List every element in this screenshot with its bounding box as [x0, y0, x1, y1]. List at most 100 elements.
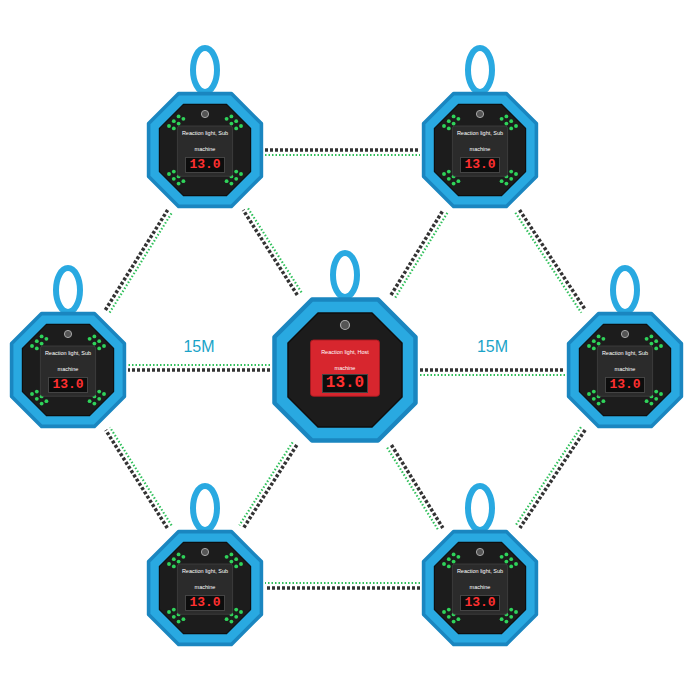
signal-link	[265, 148, 420, 152]
sub-device: Reaction light, Sub machine13.0	[420, 90, 540, 210]
led-dot	[234, 557, 238, 561]
led-dot	[509, 177, 513, 181]
device-label: Reaction light, Sub machine	[602, 350, 648, 372]
led-dot	[234, 177, 238, 181]
green-dot-line	[265, 154, 420, 156]
device-label: Reaction light, Sub machine	[182, 568, 228, 590]
led-dot	[509, 615, 513, 619]
led-dot	[500, 617, 504, 621]
green-dot-lines	[110, 155, 582, 583]
led-dot	[177, 552, 181, 556]
led-dots	[587, 334, 663, 405]
blue-bumper	[149, 532, 262, 645]
led-dot	[500, 179, 504, 183]
led-dot	[225, 117, 229, 121]
device-face	[159, 542, 250, 633]
blue-bumper	[149, 94, 262, 207]
green-dot-line	[387, 448, 438, 531]
sub-device: Reaction light, Sub machine13.0	[420, 528, 540, 648]
led-dot	[177, 122, 181, 126]
led-dot	[645, 337, 649, 341]
green-dot-line	[128, 364, 270, 366]
led-dot	[447, 126, 451, 130]
device-face	[579, 324, 670, 415]
display-panel	[177, 126, 232, 176]
led-dot	[97, 390, 101, 394]
display-digits: 13.0	[460, 595, 499, 611]
led-dot	[172, 177, 176, 181]
display-panel	[311, 340, 380, 396]
led-dot	[234, 170, 238, 174]
sub-device: Reaction light, Sub machine13.0	[8, 310, 128, 430]
green-dot-line	[110, 213, 172, 313]
led-dots	[167, 114, 243, 185]
led-dot	[225, 555, 229, 559]
led-dot	[514, 172, 518, 176]
led-dot	[44, 337, 48, 341]
device-face	[159, 104, 250, 195]
led-dot	[172, 170, 176, 174]
led-dot	[35, 339, 39, 343]
sensor-dot	[476, 548, 483, 555]
led-dot	[172, 564, 176, 568]
led-dot	[181, 179, 185, 183]
device-label: Reaction light, Host machine	[321, 349, 369, 371]
device-label: Reaction light, Sub machine	[182, 130, 228, 152]
led-dot	[35, 390, 39, 394]
display-panel	[177, 564, 232, 614]
led-dot	[452, 182, 456, 186]
display-digits: 13.0	[460, 157, 499, 173]
led-dot	[229, 560, 233, 564]
led-dot	[181, 117, 185, 121]
display-panel	[452, 126, 507, 176]
hanger-loop	[193, 48, 217, 92]
led-dot	[167, 562, 171, 566]
display-text: Reaction light, Sub machine13.0	[177, 564, 232, 607]
led-dot	[88, 399, 92, 403]
sensor-dot	[201, 110, 208, 117]
signal-link	[244, 445, 297, 528]
led-dot	[447, 119, 451, 123]
device-face	[434, 104, 525, 195]
led-dot	[597, 402, 601, 406]
led-dot	[239, 562, 243, 566]
led-dot	[225, 179, 229, 183]
led-dot	[649, 342, 653, 346]
signal-link	[106, 430, 168, 528]
led-dot	[509, 170, 513, 174]
display-panel	[597, 346, 652, 396]
led-dot	[500, 117, 504, 121]
led-dot	[102, 344, 106, 348]
led-dot	[30, 344, 34, 348]
led-dot	[229, 122, 233, 126]
led-dot	[442, 172, 446, 176]
led-dot	[456, 555, 460, 559]
device-face	[434, 542, 525, 633]
green-dot-line	[110, 427, 172, 525]
connectors	[105, 150, 585, 588]
led-dot	[442, 124, 446, 128]
signal-link	[391, 445, 442, 528]
led-dot	[452, 560, 456, 564]
signal-link	[520, 430, 585, 528]
led-dot	[504, 182, 508, 186]
led-dot	[514, 610, 518, 614]
led-dot	[44, 399, 48, 403]
led-dot	[239, 124, 243, 128]
hanger-loop	[613, 268, 637, 312]
display-digits: 13.0	[185, 157, 224, 173]
led-dot	[447, 564, 451, 568]
led-dots	[30, 334, 106, 405]
led-dot	[177, 114, 181, 118]
led-dot	[514, 562, 518, 566]
led-dot	[167, 124, 171, 128]
led-dot	[649, 402, 653, 406]
sensor-dot	[64, 330, 71, 337]
blue-bumper	[424, 94, 537, 207]
led-dot	[442, 562, 446, 566]
led-dot	[504, 552, 508, 556]
led-dot	[659, 392, 663, 396]
signal-link	[105, 210, 167, 310]
hanger-loop	[333, 253, 357, 297]
sub-device: Reaction light, Sub machine 13.0	[145, 90, 265, 210]
